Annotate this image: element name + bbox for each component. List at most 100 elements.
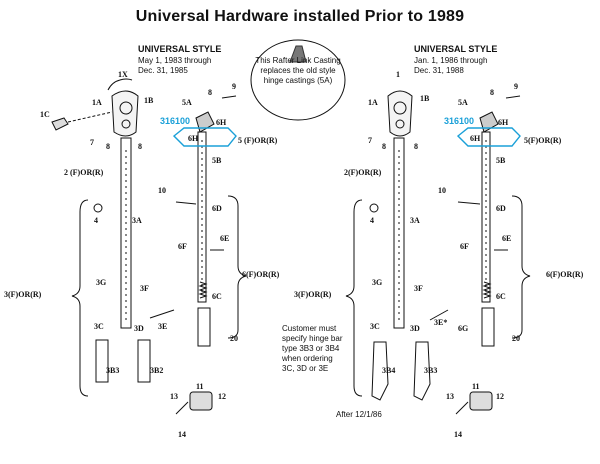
right-date-line1: Jan. 1, 1986 through	[414, 56, 488, 65]
right-hinge-3B3	[413, 341, 431, 401]
left-screw-14	[175, 401, 189, 415]
label: 1C	[40, 110, 50, 119]
label: 1A	[368, 98, 378, 107]
label: 5A	[458, 98, 468, 107]
callout-text: This Rafter Link Casting replaces the ol…	[255, 56, 341, 85]
label: 13	[446, 392, 454, 401]
label: 5A	[182, 98, 192, 107]
right-spring-icon	[482, 281, 492, 299]
left-nut-4	[93, 203, 103, 213]
label: 6E	[220, 234, 230, 243]
label: 2(F)OR(R)	[344, 168, 382, 177]
label: 3B3	[424, 366, 438, 375]
right-date-line2: Dec. 31, 1988	[414, 66, 464, 75]
label: 3D	[410, 324, 420, 333]
right-hinge-3B4	[371, 341, 389, 401]
label: 4	[94, 216, 98, 225]
label: 6H	[188, 134, 199, 143]
right-part-number: 316100	[444, 116, 475, 126]
label: 14	[178, 430, 186, 439]
label: 4	[370, 216, 374, 225]
left-screw-10	[175, 201, 197, 205]
label: 6D	[212, 204, 222, 213]
label: 6E	[502, 234, 512, 243]
label: 8	[138, 142, 142, 151]
label: 3C	[370, 322, 380, 331]
label: 3F	[414, 284, 423, 293]
label: 6C	[212, 292, 222, 301]
label: 6(F)OR(R)	[546, 270, 584, 279]
label: 1B	[144, 96, 154, 105]
label: 6H	[498, 118, 509, 127]
label: 11	[196, 382, 204, 391]
left-bar-5	[197, 131, 207, 303]
left-bracket-1C	[51, 117, 69, 131]
label: 9	[514, 82, 518, 91]
label: 3B2	[150, 366, 164, 375]
label: 3G	[96, 278, 107, 287]
label: 3(F)OR(R)	[4, 290, 42, 299]
label: 6G	[458, 324, 469, 333]
page-title: Universal Hardware installed Prior to 19…	[135, 8, 465, 25]
after-date-note: After 12/1/86	[336, 410, 382, 419]
left-part-number: 316100	[160, 116, 191, 126]
left-date-line1: May 1, 1983 through	[138, 56, 212, 65]
label: 6(F)OR(R)	[242, 270, 280, 279]
label: 3D	[134, 324, 144, 333]
left-rafter-bar	[120, 137, 132, 329]
label: 9	[232, 82, 236, 91]
label: 5(F)OR(R)	[524, 136, 562, 145]
label: 3A	[132, 216, 142, 225]
customer-note-line: 3C, 3D or 3E	[282, 364, 329, 373]
label: 1A	[92, 98, 102, 107]
right-screw-9	[505, 95, 521, 99]
left-part-highlight	[172, 127, 237, 147]
label: 3B4	[382, 366, 396, 375]
left-link-5A	[195, 111, 215, 133]
right-rafter-bar	[393, 137, 405, 329]
label: 8	[382, 142, 386, 151]
label: 6H	[470, 134, 481, 143]
right-brace-6	[511, 195, 531, 339]
label: 2 (F)OR(R)	[64, 168, 104, 177]
label: 6F	[460, 242, 469, 251]
label: 5B	[496, 156, 506, 165]
label: 1	[396, 70, 400, 79]
left-spring-icon	[198, 281, 208, 299]
left-part-20	[197, 307, 211, 347]
label: 13	[170, 392, 178, 401]
label: 10	[158, 186, 166, 195]
label: 20	[512, 334, 520, 343]
customer-note-line: specify hinge bar	[282, 334, 343, 343]
left-screw-9	[221, 95, 237, 99]
label: 14	[454, 430, 462, 439]
left-hinge-3B3	[95, 339, 109, 383]
label: 3G	[372, 278, 383, 287]
label: 20	[230, 334, 238, 343]
left-brace-3	[71, 199, 89, 397]
right-screw-3E	[429, 309, 449, 321]
label: 3E*	[434, 318, 448, 327]
rafter-link-casting-icon	[289, 45, 307, 63]
customer-note-line: type 3B3 or 3B4	[282, 344, 340, 353]
right-screw-14	[455, 401, 469, 415]
label: 8	[106, 142, 110, 151]
right-link-5A	[479, 111, 499, 133]
left-date-line2: Dec. 31, 1985	[138, 66, 188, 75]
label: 6D	[496, 204, 506, 213]
right-assembly	[345, 90, 531, 415]
customer-note: Customer must specify hinge bar type 3B3…	[282, 324, 342, 374]
label: 6F	[178, 242, 187, 251]
left-style-heading: UNIVERSAL STYLE	[138, 44, 222, 54]
label: 12	[496, 392, 504, 401]
label: 7	[368, 136, 372, 145]
label: 1B	[420, 94, 430, 103]
right-part-20	[481, 307, 495, 347]
label: 7	[90, 138, 94, 147]
right-brace-3	[345, 199, 363, 397]
left-screw-3E	[149, 309, 175, 319]
left-brace-1X	[107, 78, 133, 91]
left-plate-11	[189, 391, 213, 411]
label: 8	[414, 142, 418, 151]
